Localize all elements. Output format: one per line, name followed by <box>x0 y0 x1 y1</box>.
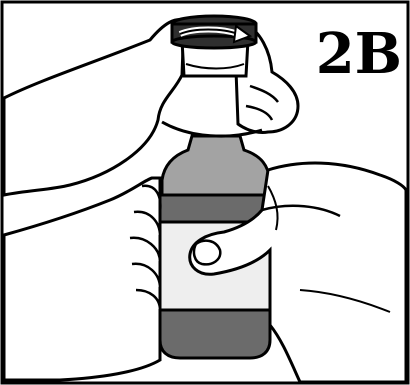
bottle-cap <box>172 16 256 76</box>
bottle-base <box>160 310 270 358</box>
step-label: 2B <box>316 26 402 82</box>
thumb-nail <box>194 241 220 265</box>
